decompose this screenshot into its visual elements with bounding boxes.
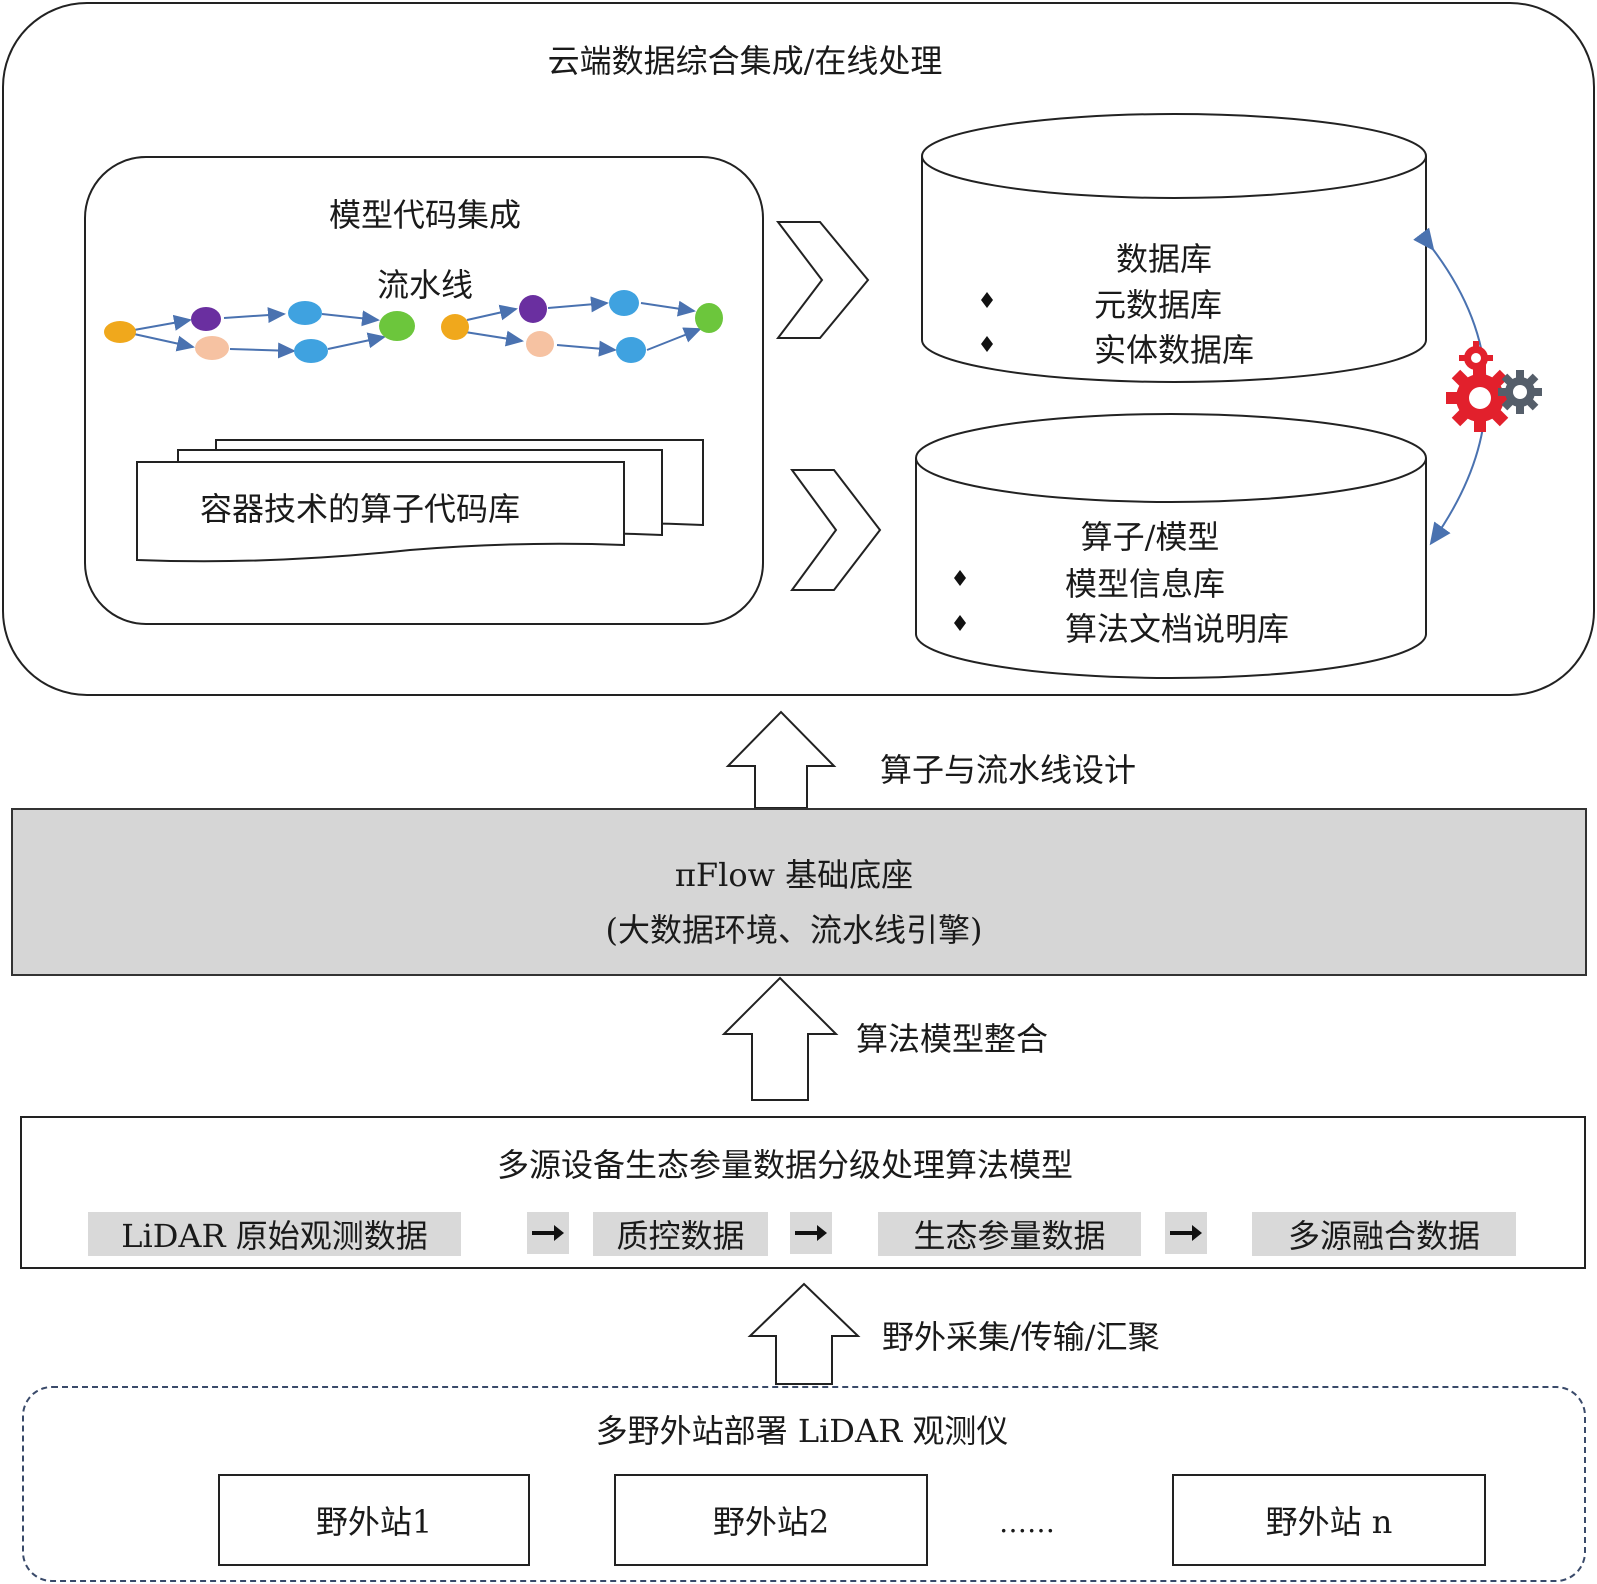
pipeline-2-nodes (441, 290, 723, 363)
algorithm-title: 多源设备生态参量数据分级处理算法模型 (496, 1146, 1074, 1184)
database-item: 实体数据库 (1094, 331, 1255, 369)
step-arrow-icon (527, 1212, 569, 1254)
model-integration-title: 模型代码集成 (328, 196, 522, 234)
operators-title: 算子/模型 (1080, 518, 1220, 556)
cloud-processing-panel (2, 2, 1595, 696)
station-label: 野外站2 (712, 1503, 830, 1541)
field-station-2: 野外站2 (614, 1474, 928, 1566)
container-code-library-label: 容器技术的算子代码库 (199, 490, 521, 528)
cloud-title: 云端数据综合集成/在线处理 (547, 42, 943, 80)
base-title: πFlow 基础底座 (674, 856, 914, 894)
up-arrow-design (725, 710, 837, 809)
station-label: 野外站 n (1265, 1503, 1393, 1541)
pipeline-1-nodes (104, 301, 415, 363)
step-raw-data: LiDAR 原始观测数据 (88, 1212, 461, 1256)
design-label: 算子与流水线设计 (880, 751, 1137, 789)
step-label: 生态参量数据 (913, 1217, 1106, 1255)
pipeline-2 (464, 296, 702, 357)
gears-icon (1446, 341, 1542, 432)
field-station-1: 野外站1 (218, 1474, 530, 1566)
arrow-right-icon (532, 1225, 564, 1241)
step-fusion-data: 多源融合数据 (1252, 1212, 1516, 1256)
field-station-n: 野外站 n (1172, 1474, 1486, 1566)
base-subtitle: (大数据环境、流水线引擎) (605, 911, 983, 949)
operators-item: 模型信息库 (1065, 565, 1226, 603)
arrow-right-icon (795, 1225, 827, 1241)
up-arrow-integrate (721, 976, 839, 1101)
step-eco-params: 生态参量数据 (878, 1212, 1141, 1256)
pipeline-label: 流水线 (376, 266, 474, 304)
integrate-label: 算法模型整合 (856, 1020, 1049, 1058)
up-arrow-collect (747, 1282, 861, 1385)
operators-item: 算法文档说明库 (1065, 610, 1290, 648)
chevron-right-icon-2 (790, 469, 882, 591)
step-label: LiDAR 原始观测数据 (121, 1217, 428, 1255)
pipeline-1 (133, 307, 386, 359)
station-label: 野外站1 (315, 1503, 433, 1541)
database-cylinder (921, 113, 1427, 383)
collect-label: 野外采集/传输/汇聚 (882, 1318, 1160, 1356)
step-label: 质控数据 (616, 1217, 745, 1255)
chevron-right-icon-1 (775, 221, 870, 339)
container-code-library-doc (136, 439, 704, 563)
step-arrow-icon (790, 1212, 832, 1254)
operators-cylinder (915, 413, 1427, 679)
model-integration-panel (84, 156, 764, 625)
field-stations-panel (22, 1386, 1586, 1582)
step-label: 多源融合数据 (1287, 1217, 1480, 1255)
step-arrow-icon (1165, 1212, 1207, 1254)
step-qc-data: 质控数据 (593, 1212, 768, 1256)
bullet-icons (954, 292, 993, 631)
database-title: 数据库 (1115, 240, 1213, 278)
field-title: 多野外站部署 LiDAR 观测仪 (595, 1412, 1009, 1450)
piflow-base-panel (11, 808, 1587, 976)
arrow-right-icon (1170, 1225, 1202, 1241)
station-ellipsis: …… (999, 1506, 1055, 1539)
database-item: 元数据库 (1094, 286, 1223, 324)
